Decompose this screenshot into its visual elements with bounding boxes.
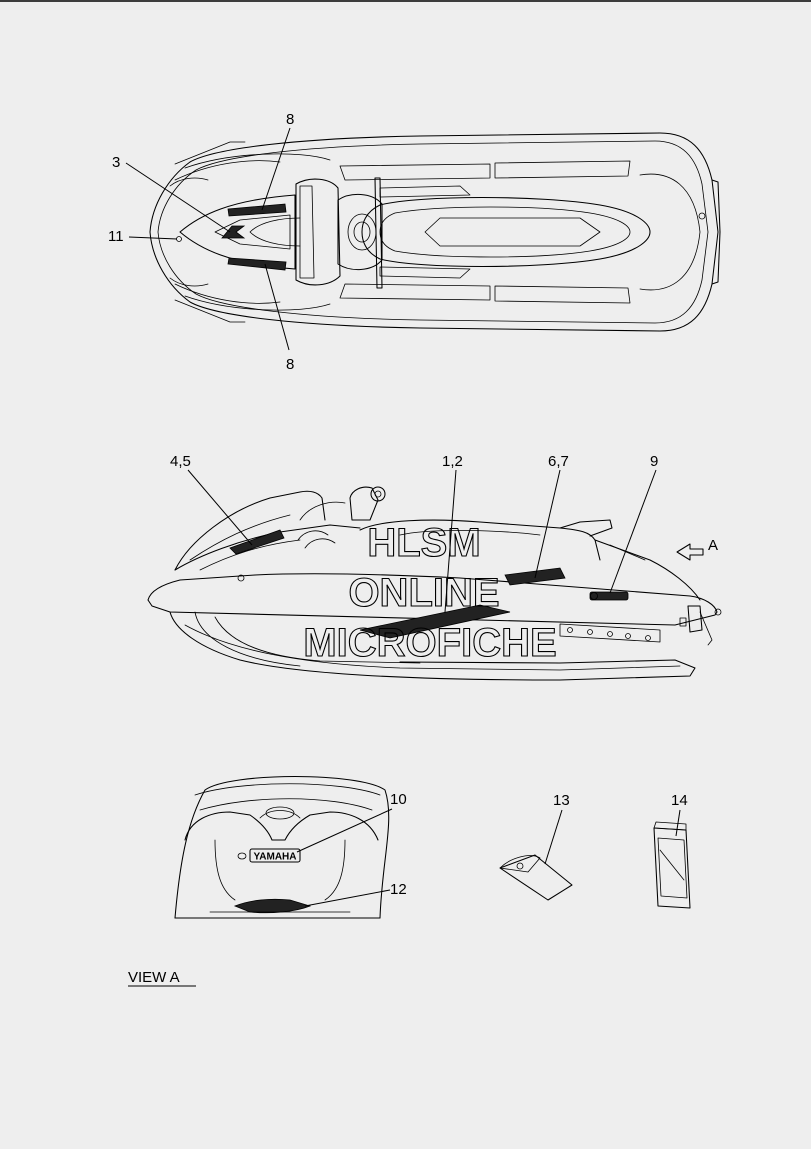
callout-13: 13 xyxy=(553,792,570,809)
top-view-callouts: 3 8 11 8 xyxy=(108,111,294,373)
view-a-arrow xyxy=(676,543,704,561)
callout-14: 14 xyxy=(671,792,688,809)
side-view-callouts: 4,5 1,2 6,7 9 A xyxy=(170,453,718,613)
view-a-caption: VIEW A xyxy=(128,969,180,986)
yamaha-badge-text: YAMAHA xyxy=(254,852,297,863)
callout-8-upper: 8 xyxy=(286,111,294,128)
view-a-marker: A xyxy=(708,537,718,554)
top-view xyxy=(149,132,721,332)
watermark-line-2: ONLINE xyxy=(348,571,499,615)
side-vents xyxy=(559,623,661,643)
watermark-line-1: HLSM xyxy=(367,521,480,565)
callout-4-5: 4,5 xyxy=(170,453,191,470)
watermark: HLSM ONLINE MICROFICHE xyxy=(303,520,557,665)
callout-10: 10 xyxy=(390,791,407,808)
part-13-pouch: 13 xyxy=(499,792,573,901)
rear-view-callouts: 10 12 xyxy=(296,791,407,907)
rear-view: YAMAHA xyxy=(174,775,390,919)
side-view xyxy=(147,486,722,681)
part-14-card: 14 xyxy=(653,792,691,909)
callout-3: 3 xyxy=(112,154,120,171)
callout-6-7: 6,7 xyxy=(548,453,569,470)
callout-1-2: 1,2 xyxy=(442,453,463,470)
callout-8-lower: 8 xyxy=(286,356,294,373)
callout-12: 12 xyxy=(390,881,407,898)
callout-9: 9 xyxy=(650,453,658,470)
callout-11: 11 xyxy=(108,228,124,245)
watermark-line-3: MICROFICHE xyxy=(303,621,556,665)
